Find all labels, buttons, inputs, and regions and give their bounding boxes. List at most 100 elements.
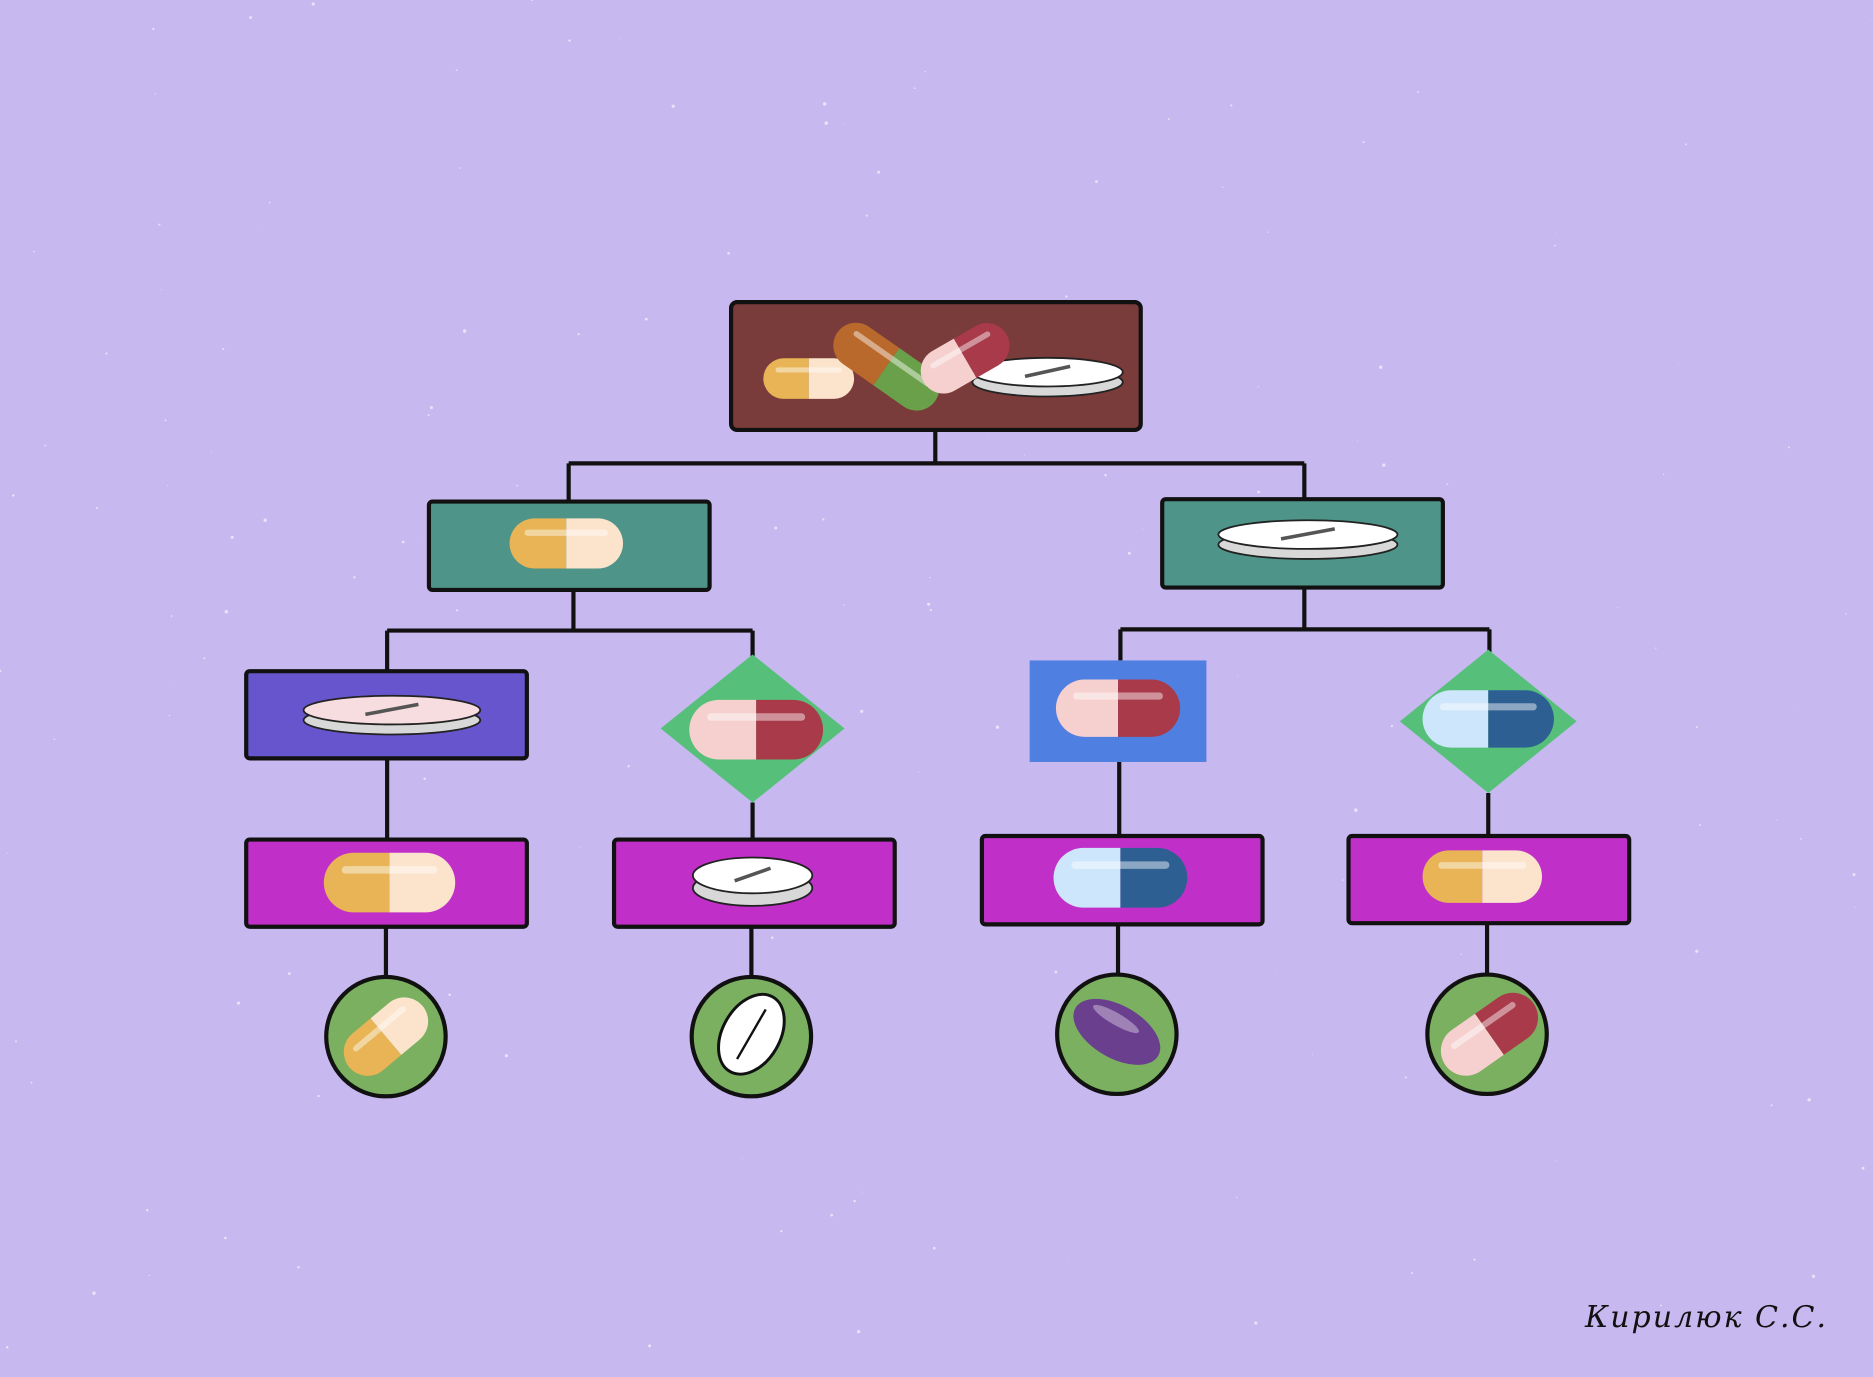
star xyxy=(853,1199,856,1203)
pill-capsule-blue xyxy=(1053,847,1188,908)
star xyxy=(105,352,108,355)
star xyxy=(263,518,267,522)
star xyxy=(1382,463,1386,467)
star xyxy=(14,1040,18,1043)
star xyxy=(1390,724,1393,728)
star xyxy=(1257,490,1260,494)
star xyxy=(1685,143,1687,146)
star xyxy=(152,27,155,31)
star xyxy=(1446,483,1449,486)
star xyxy=(170,615,173,617)
star xyxy=(12,494,15,497)
artist-signature: Кирилюк С.С. xyxy=(1585,1300,1829,1335)
star xyxy=(311,2,315,6)
star xyxy=(1379,365,1383,369)
star xyxy=(222,348,225,351)
star xyxy=(861,1191,863,1193)
star xyxy=(830,1213,834,1217)
star xyxy=(1787,446,1790,449)
star xyxy=(824,121,829,125)
star xyxy=(401,540,405,544)
star xyxy=(448,993,451,997)
star xyxy=(1473,1258,1476,1261)
star xyxy=(1699,824,1701,827)
pill-tablet-white xyxy=(691,856,814,907)
star xyxy=(530,0,533,2)
star xyxy=(1104,473,1107,477)
star xyxy=(865,214,868,217)
pill-capsule-yellow xyxy=(343,997,429,1076)
star xyxy=(1554,244,1556,247)
star xyxy=(568,39,571,42)
star xyxy=(236,1001,241,1005)
star xyxy=(877,170,881,174)
star xyxy=(1404,1076,1407,1079)
star xyxy=(1024,454,1026,456)
star xyxy=(30,1081,33,1084)
star xyxy=(268,201,271,204)
star xyxy=(1142,528,1144,530)
star xyxy=(1869,19,1871,20)
star xyxy=(1065,295,1068,298)
pill-capsule-pink-red xyxy=(1055,679,1181,737)
star xyxy=(995,725,1000,729)
star xyxy=(417,536,419,538)
star xyxy=(1254,1321,1258,1325)
star xyxy=(843,604,845,606)
star xyxy=(249,16,253,19)
star xyxy=(168,714,171,717)
star xyxy=(1695,726,1698,729)
star xyxy=(455,69,458,72)
star xyxy=(210,451,212,453)
star xyxy=(932,1246,936,1250)
star xyxy=(427,414,430,417)
star xyxy=(987,433,989,434)
star xyxy=(918,771,920,773)
star xyxy=(164,419,167,422)
star xyxy=(1555,231,1556,233)
star xyxy=(173,680,174,682)
star xyxy=(671,104,675,108)
pill-softgel-purple xyxy=(1073,998,1161,1065)
star xyxy=(770,936,774,939)
star xyxy=(1678,363,1679,365)
star xyxy=(1222,186,1224,188)
star xyxy=(92,1291,96,1295)
star xyxy=(53,738,56,740)
star xyxy=(1776,819,1778,821)
star xyxy=(44,444,47,447)
star xyxy=(5,1346,9,1349)
star xyxy=(1460,953,1462,955)
star xyxy=(1796,707,1798,709)
star xyxy=(577,333,580,336)
star xyxy=(1655,647,1657,649)
star xyxy=(843,123,844,125)
star xyxy=(648,1344,652,1348)
star xyxy=(1067,1257,1069,1259)
star xyxy=(1861,1166,1865,1170)
star xyxy=(423,777,426,781)
star xyxy=(1617,607,1619,609)
star xyxy=(627,765,630,768)
star xyxy=(1276,973,1277,975)
pill-capsule-yellow xyxy=(509,518,624,569)
star xyxy=(913,87,916,90)
star xyxy=(224,609,229,614)
star xyxy=(203,657,206,660)
star xyxy=(822,102,827,106)
star xyxy=(6,852,8,854)
star xyxy=(774,526,778,530)
star xyxy=(1660,1304,1662,1307)
background-stars xyxy=(0,0,1871,1349)
star xyxy=(297,1265,300,1269)
star xyxy=(146,1209,149,1212)
pill-capsule-yellow xyxy=(323,852,456,913)
star xyxy=(429,406,433,410)
star xyxy=(1410,1272,1413,1275)
star xyxy=(1362,141,1365,144)
star xyxy=(927,602,931,606)
connector-right xyxy=(1118,587,1492,661)
connector-left xyxy=(385,589,755,672)
connector-level4 xyxy=(383,923,1490,980)
